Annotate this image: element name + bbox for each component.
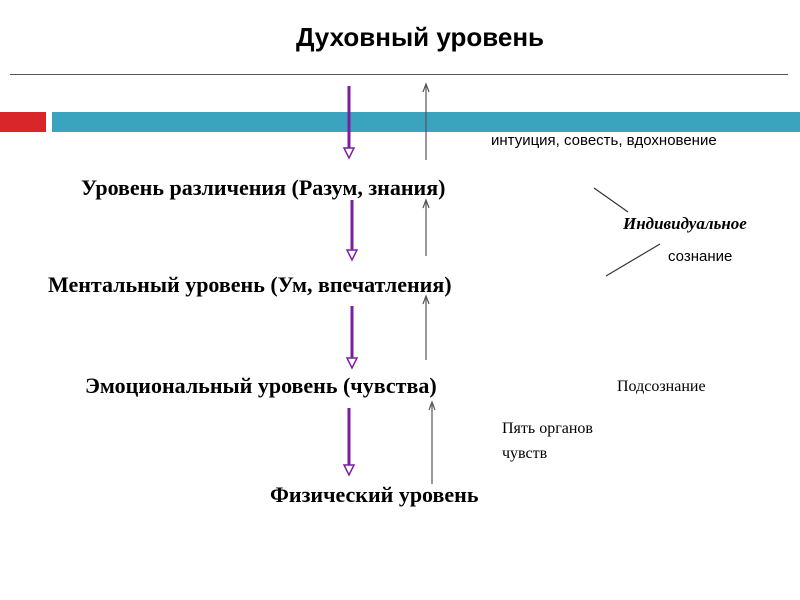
- level-discernment: Уровень различения (Разум, знания): [81, 175, 446, 200]
- up-arrows: [422, 82, 436, 484]
- down-arrowhead-4: [342, 464, 356, 477]
- down-arrowhead-3: [345, 357, 359, 370]
- up-arrowhead-3: [422, 294, 430, 305]
- down-arrowhead-2: [345, 249, 359, 262]
- title-divider: [10, 74, 788, 75]
- page-title: Духовный уровень: [295, 22, 545, 52]
- up-arrowhead-4: [428, 400, 436, 411]
- accent-bar-red: [0, 112, 46, 132]
- intuition-note: интуиция, совесть, вдохновение: [491, 132, 717, 149]
- subconscious-label: Подсознание: [617, 378, 706, 395]
- bracket-line-upper: [593, 187, 629, 213]
- five-senses-line2: чувств: [502, 445, 548, 462]
- consciousness-label: сознание: [668, 248, 733, 265]
- up-arrowhead-1: [422, 82, 430, 93]
- level-mental: Ментальный уровень (Ум, впечатления): [48, 272, 452, 297]
- five-senses-line1: Пять органов: [502, 420, 593, 437]
- level-physical: Физический уровень: [270, 482, 479, 507]
- up-arrowhead-2: [422, 198, 430, 209]
- down-arrowhead-1: [342, 147, 356, 160]
- individual-label: Индивидуальное: [623, 214, 747, 233]
- bracket-line-lower: [605, 243, 661, 277]
- level-emotional: Эмоциональный уровень (чувства): [85, 373, 437, 398]
- down-arrows: [342, 86, 359, 477]
- individual-bracket: [593, 187, 661, 277]
